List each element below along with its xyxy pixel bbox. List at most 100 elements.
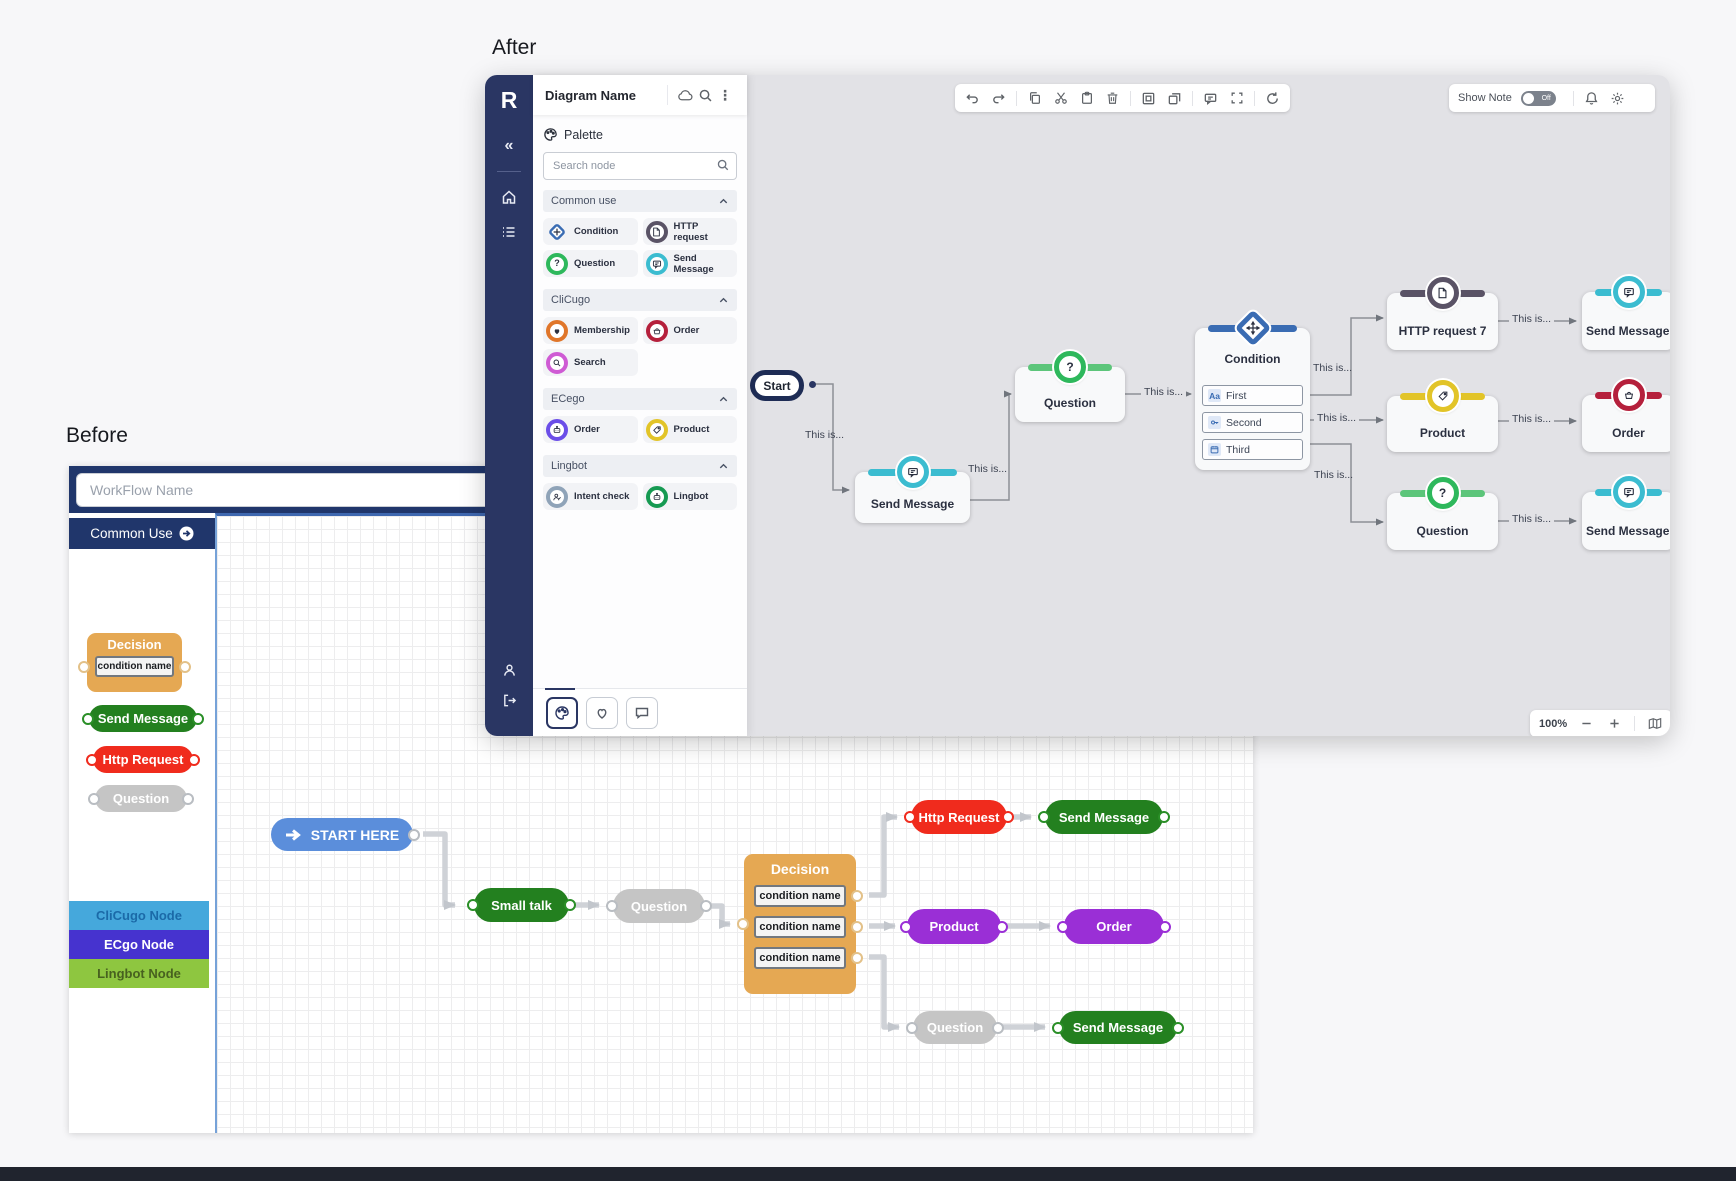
start-output-port[interactable] (809, 381, 816, 388)
search-icon[interactable] (695, 85, 715, 105)
kebab-menu-icon[interactable]: ⋮ (718, 86, 732, 103)
bell-icon[interactable] (1583, 90, 1600, 107)
node-http-request-7[interactable]: HTTP request 7 (1387, 277, 1498, 350)
zoom-level: 100% (1539, 717, 1568, 730)
minimap-icon[interactable] (1646, 715, 1663, 732)
node-start-here[interactable]: START HERE (271, 818, 420, 851)
palette-item-send-message[interactable]: Send Message (642, 250, 737, 277)
cut-icon[interactable] (1052, 90, 1069, 107)
node-http-request[interactable]: Http Request (904, 800, 1014, 834)
copy-icon[interactable] (1026, 90, 1043, 107)
logout-icon[interactable] (485, 693, 533, 708)
show-note-toggle[interactable]: Off (1520, 90, 1556, 106)
gear-icon[interactable] (1609, 90, 1626, 107)
condition-row-first[interactable]: Aa First (1202, 385, 1303, 406)
zoom-out-icon[interactable] (1578, 715, 1595, 732)
toolbar-divider (1254, 90, 1255, 106)
palette-item-condition[interactable]: Condition (543, 218, 638, 245)
item-label: Product (673, 424, 710, 435)
home-icon[interactable] (485, 189, 533, 205)
node-send-message-right-top[interactable]: Send Message (1582, 276, 1670, 350)
redo-icon[interactable] (990, 90, 1007, 107)
decision-condition-row[interactable]: condition name (754, 885, 863, 907)
order-basket-icon (1612, 379, 1645, 411)
ungroup-icon[interactable] (1166, 90, 1183, 107)
condition-row-third[interactable]: Third (1202, 439, 1303, 460)
palette-item-search[interactable]: Search (543, 349, 638, 376)
zoom-controls: 100% (1530, 710, 1670, 736)
category-ecgo-node[interactable]: ECgo Node (69, 930, 209, 959)
tab-favorites[interactable] (586, 696, 618, 729)
after-canvas[interactable]: Show Note Off (747, 75, 1670, 736)
group-icon[interactable] (1140, 90, 1157, 107)
node-product[interactable]: Product (900, 909, 1008, 944)
tab-palette[interactable] (546, 696, 578, 729)
palette-item-order-ecego[interactable]: Order (543, 416, 638, 443)
palette-node-http-request[interactable]: Http Request (86, 746, 200, 773)
diagram-title[interactable]: Diagram Name (545, 87, 637, 103)
palette-item-http-request[interactable]: HTTP request (642, 218, 737, 245)
node-question[interactable]: Question (606, 889, 712, 923)
palette-item-order-clicugo[interactable]: Order (642, 317, 737, 344)
item-label: Condition (574, 226, 619, 237)
tab-comments[interactable] (626, 696, 658, 729)
decision-condition-box[interactable]: condition name (78, 656, 191, 677)
node-product[interactable]: Product (1387, 380, 1498, 452)
decision-condition-row[interactable]: condition name (754, 916, 863, 938)
section-ecego[interactable]: ECego (543, 388, 737, 410)
palette-item-membership[interactable]: Membership (543, 317, 638, 344)
undo-icon[interactable] (964, 90, 981, 107)
cloud-icon[interactable] (675, 85, 695, 105)
node-title: Send Message (1586, 324, 1670, 338)
palette-item-question[interactable]: ? Question (543, 250, 638, 277)
node-question[interactable]: ? Question (1015, 351, 1125, 422)
section-label: Common use (551, 195, 617, 207)
collapse-sidebar-icon[interactable]: « (504, 137, 514, 154)
send-message-icon (896, 456, 929, 488)
decision-condition-row[interactable]: condition name (754, 947, 863, 969)
section-clicugo[interactable]: CliCugo (543, 289, 737, 311)
section-lingbot[interactable]: Lingbot (543, 455, 737, 477)
comment-icon[interactable] (1202, 90, 1219, 107)
node-send-message-2[interactable]: Send Message (1052, 1011, 1184, 1044)
node-question-2[interactable]: ? Question (1387, 477, 1498, 550)
node-start[interactable]: Start (750, 370, 804, 401)
membership-heart-icon (546, 319, 568, 342)
condition-diamond-icon (1234, 309, 1272, 347)
node-condition[interactable]: Condition Aa First Second Third (1195, 309, 1310, 470)
palette-item-lingbot[interactable]: Lingbot (642, 483, 737, 510)
paste-icon[interactable] (1078, 90, 1095, 107)
zoom-in-icon[interactable] (1606, 715, 1623, 732)
search-node-input[interactable] (543, 152, 737, 180)
palette-node-decision[interactable]: Decision condition name (78, 633, 191, 692)
node-send-message[interactable]: Send Message (855, 456, 970, 523)
active-tab-indicator (545, 688, 575, 690)
palette-item-product[interactable]: Product (642, 416, 737, 443)
question-icon: ? (546, 252, 568, 275)
palette-node-send-message[interactable]: Send Message (82, 705, 204, 732)
refresh-icon[interactable] (1264, 90, 1281, 107)
fullscreen-icon[interactable] (1228, 90, 1245, 107)
common-use-header[interactable]: Common Use (69, 518, 215, 549)
edge-label: This is... (1141, 386, 1187, 398)
category-lingbot-node[interactable]: Lingbot Node (69, 959, 209, 988)
palette-item-intent-check[interactable]: Intent check (543, 483, 638, 510)
user-icon[interactable] (485, 663, 533, 678)
category-clicugo-node[interactable]: CliCugo Node (69, 901, 209, 930)
node-order[interactable]: Order (1582, 379, 1670, 452)
condition-row-second[interactable]: Second (1202, 412, 1303, 433)
node-order[interactable]: Order (1057, 909, 1171, 944)
list-icon[interactable] (485, 224, 533, 240)
node-decision[interactable]: Decision condition name condition name c… (737, 854, 863, 994)
search-node-icon[interactable] (716, 158, 730, 172)
node-send-message-right-bottom[interactable]: Send Message (1582, 476, 1670, 550)
item-label: Order (574, 424, 600, 435)
app-logo[interactable]: R (500, 87, 518, 113)
node-small-talk[interactable]: Small talk (467, 888, 576, 922)
delete-icon[interactable] (1104, 90, 1121, 107)
heart-icon (597, 708, 607, 719)
palette-node-question[interactable]: Question (88, 785, 194, 812)
node-send-message[interactable]: Send Message (1038, 800, 1170, 834)
node-question-2[interactable]: Question (906, 1011, 1004, 1044)
section-common-use[interactable]: Common use (543, 190, 737, 212)
